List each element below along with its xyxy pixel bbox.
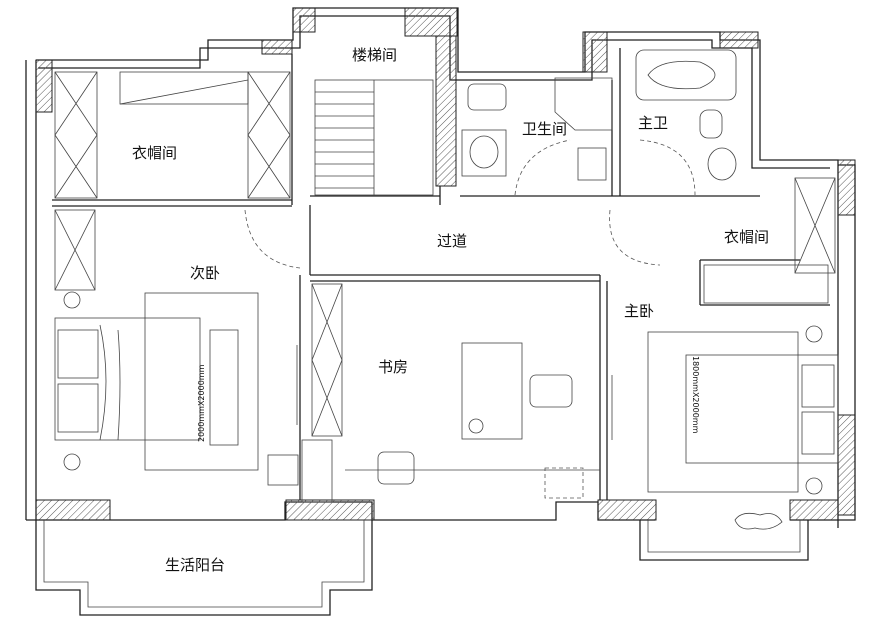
door-swings	[244, 139, 696, 269]
label-balcony: 生活阳台	[165, 556, 225, 574]
master-bedroom-furniture	[611, 177, 839, 530]
label-master-bathroom: 主卫	[638, 114, 668, 132]
label-study: 书房	[378, 358, 408, 376]
dim-second-bed: 2000mmX2000mm	[197, 364, 206, 442]
balconies	[35, 520, 809, 616]
staircase	[314, 79, 434, 196]
label-corridor: 过道	[437, 232, 467, 250]
cloakroom-left-wardrobes	[54, 71, 291, 199]
label-cloakroom-left: 衣帽间	[132, 144, 177, 162]
interior-walls	[52, 48, 830, 500]
label-master-bedroom: 主卧	[624, 302, 654, 320]
label-cloakroom-right: 衣帽间	[724, 228, 769, 246]
study-furniture	[311, 283, 600, 499]
label-stair: 楼梯间	[352, 46, 397, 64]
label-second-bedroom: 次卧	[190, 264, 220, 282]
label-bathroom: 卫生间	[522, 120, 567, 138]
second-bedroom-furniture	[54, 209, 333, 503]
bathroom-fixtures	[461, 49, 737, 181]
wall-blocks	[35, 7, 856, 521]
dim-master-bed: 1800mmX2000mm	[691, 356, 700, 434]
